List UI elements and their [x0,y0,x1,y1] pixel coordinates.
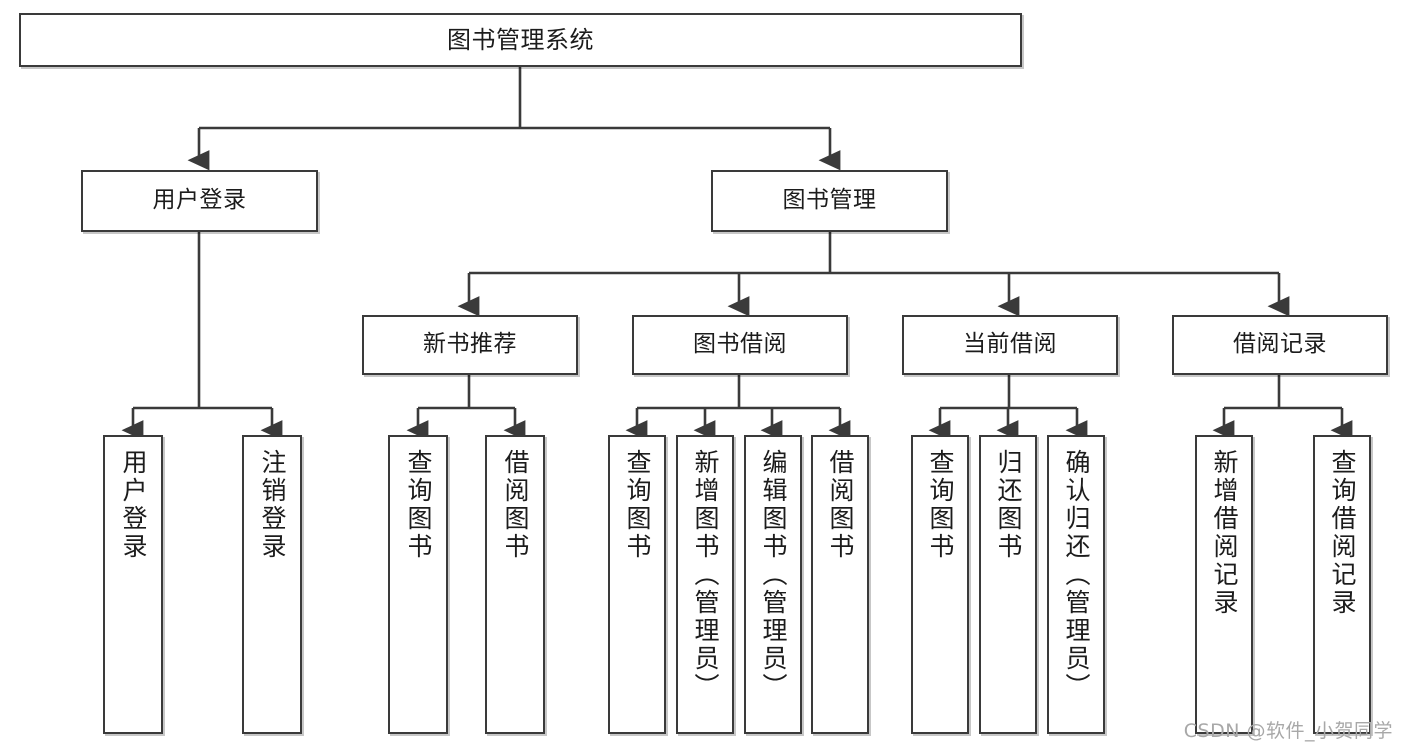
leaf-borrow-add-book-admin[interactable]: 新增图书（管理员） [676,435,734,734]
node-label: 用户登录 [152,187,247,214]
node-new-book-recommend[interactable]: 新书推荐 [362,315,578,375]
edges-bookmgmt-to-level3 [457,232,1290,317]
node-label: 新书推荐 [423,331,517,358]
node-root-system[interactable]: 图书管理系统 [19,13,1022,67]
node-label: 当前借阅 [963,331,1057,358]
node-label: 查询图书 [926,449,955,561]
node-label: 查询借阅记录 [1328,449,1357,617]
node-label: 编辑图书（管理员） [759,449,788,701]
leaf-current-return-book[interactable]: 归还图书 [979,435,1037,734]
node-book-borrow[interactable]: 图书借阅 [632,315,848,375]
node-label: 确认归还（管理员） [1062,449,1091,701]
leaf-borrow-edit-book-admin[interactable]: 编辑图书（管理员） [744,435,802,734]
node-label: 借阅记录 [1233,331,1327,358]
leaf-logout[interactable]: 注销登录 [242,435,302,734]
edges-current-to-leaves [928,375,1088,441]
node-label: 图书管理 [782,187,877,214]
node-label: 用户登录 [119,449,148,561]
edges-borrow-to-leaves [625,375,851,441]
leaf-current-confirm-return-admin[interactable]: 确认归还（管理员） [1047,435,1105,734]
node-user-login[interactable]: 用户登录 [81,170,318,232]
node-borrow-records[interactable]: 借阅记录 [1172,315,1388,375]
leaf-recommend-query-book[interactable]: 查询图书 [388,435,448,734]
node-label: 新增图书（管理员） [691,449,720,701]
leaf-borrow-borrow-book[interactable]: 借阅图书 [811,435,869,734]
node-label: 查询图书 [404,449,433,561]
leaf-records-query-record[interactable]: 查询借阅记录 [1313,435,1371,734]
leaf-current-query-book[interactable]: 查询图书 [911,435,969,734]
node-label: 注销登录 [258,449,287,561]
leaf-recommend-borrow-book[interactable]: 借阅图书 [485,435,545,734]
node-label: 新增借阅记录 [1210,449,1239,617]
node-label: 图书管理系统 [447,25,594,54]
node-current-borrow[interactable]: 当前借阅 [902,315,1118,375]
leaf-user-login[interactable]: 用户登录 [103,435,163,734]
node-label: 查询图书 [623,449,652,561]
leaf-records-add-record[interactable]: 新增借阅记录 [1195,435,1253,734]
edges-userlogin-to-leaves [121,232,283,441]
node-label: 图书借阅 [693,331,787,358]
leaf-borrow-query-book[interactable]: 查询图书 [608,435,666,734]
node-label: 归还图书 [994,449,1023,561]
edges-records-to-leaves [1212,375,1353,441]
watermark-text: CSDN @软件_小贺同学 [1183,720,1393,742]
edges-root-to-level2 [187,67,841,171]
node-label: 借阅图书 [826,449,855,561]
edges-recommend-to-leaves [406,375,526,441]
node-label: 借阅图书 [501,449,530,561]
node-book-management[interactable]: 图书管理 [711,170,948,232]
